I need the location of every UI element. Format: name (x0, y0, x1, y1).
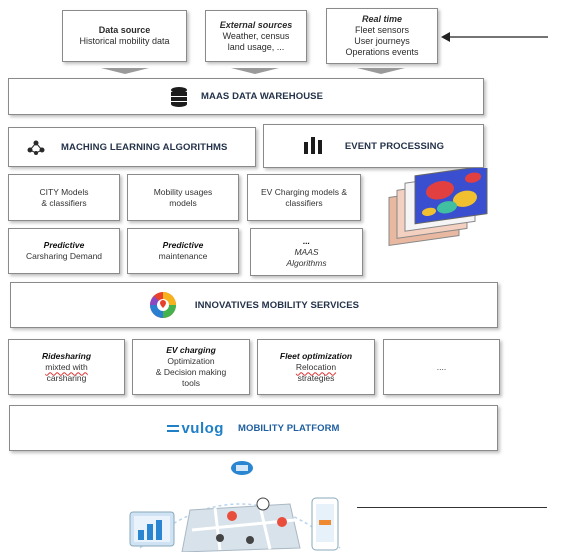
predictive-sub: MAAS (294, 246, 319, 257)
predictive-title: Predictive (162, 240, 204, 250)
predictive-carsharing-box: Predictive Carsharing Demand (8, 228, 120, 274)
ev-charging-models-box: EV Charging models & classifiers (247, 174, 361, 221)
predictive-sub: maintenance (158, 251, 208, 261)
real-time-line: User journeys (354, 36, 410, 46)
bars-icon (303, 137, 322, 154)
service-line: strategies (297, 372, 335, 383)
service-title: Fleet optimization (279, 350, 353, 361)
vulog-logo: vulog (167, 420, 224, 437)
colorful-wheel-icon (149, 292, 176, 318)
ml-label: MACHING LEARNING ALGORITHMS (61, 141, 228, 153)
flow-arrow-icon (357, 68, 405, 74)
model-line: models (169, 197, 197, 208)
mobility-platform-band: vulog MOBILITY PLATFORM (9, 405, 498, 451)
connector-line (357, 507, 547, 508)
heatmap-stack-icon (388, 168, 488, 247)
predictive-sub2: Algorithms (286, 257, 327, 268)
events-label: EVENT PROCESSING (344, 140, 445, 152)
ml-algorithms-band: MACHING LEARNING ALGORITHMS (8, 127, 256, 167)
ev-charging-box: EV charging Optimization & Decision maki… (132, 339, 250, 395)
innovative-label: INNOVATIVES MOBILITY SERVICES (194, 299, 360, 311)
predictive-title: Predictive (43, 240, 85, 250)
real-time-box: Real time Fleet sensors User journeys Op… (326, 8, 438, 64)
model-line: & classifiers (41, 197, 87, 208)
arrow-left-icon (441, 32, 548, 42)
service-line: tools (182, 378, 200, 388)
predictive-sub: Carsharing Demand (25, 251, 103, 261)
maas-data-warehouse-band: MAAS DATA WAREHOUSE (8, 78, 484, 115)
model-line: Mobility usages (153, 186, 213, 197)
external-sources-line: Weather, census (222, 30, 290, 41)
external-sources-line: land usage, ... (227, 41, 285, 52)
service-line: carsharing (46, 372, 87, 383)
innovative-services-band: INNOVATIVES MOBILITY SERVICES (10, 282, 498, 328)
service-title: Ridesharing (41, 350, 92, 361)
external-sources-title: External sources (219, 19, 293, 30)
service-line: & Decision making (155, 367, 227, 377)
ridesharing-box: Ridesharing mixted with carsharing (8, 339, 125, 395)
fleet-optimization-box: Fleet optimization Relocation strategies (257, 339, 375, 395)
data-source-line: Historical mobility data (79, 36, 170, 46)
service-line: mixted with (45, 361, 88, 372)
real-time-line: Operations events (345, 47, 419, 57)
data-source-title: Data source (98, 25, 151, 35)
event-processing-band: EVENT PROCESSING (263, 124, 484, 168)
data-source-box: Data source Historical mobility data (62, 10, 187, 62)
external-sources-box: External sources Weather, census land us… (205, 10, 307, 62)
service-title: .... (436, 361, 447, 372)
predictive-title: ... (302, 235, 311, 246)
platform-label: MOBILITY PLATFORM (237, 422, 340, 434)
database-icon (170, 86, 187, 107)
maas-algorithms-box: ... MAAS Algorithms (250, 228, 363, 276)
service-title: EV charging (166, 345, 216, 355)
model-line: CITY Models (39, 186, 89, 197)
more-services-box: .... (383, 339, 500, 395)
service-line: Relocation (295, 361, 337, 372)
mobility-illustration (129, 461, 341, 552)
model-line: classifiers (285, 197, 323, 208)
predictive-maintenance-box: Predictive maintenance (127, 228, 239, 274)
service-line: Optimization (167, 356, 215, 366)
cloud-icon (231, 461, 253, 475)
real-time-title: Real time (361, 14, 403, 24)
mobility-usages-box: Mobility usages models (127, 174, 239, 221)
city-models-box: CITY Models & classifiers (8, 174, 120, 221)
model-line: EV Charging models & (261, 186, 347, 197)
warehouse-label: MAAS DATA WAREHOUSE (200, 91, 324, 102)
flow-arrow-icon (231, 68, 279, 74)
flow-arrow-icon (101, 68, 149, 74)
real-time-line: Fleet sensors (354, 25, 410, 35)
network-icon (27, 140, 45, 155)
